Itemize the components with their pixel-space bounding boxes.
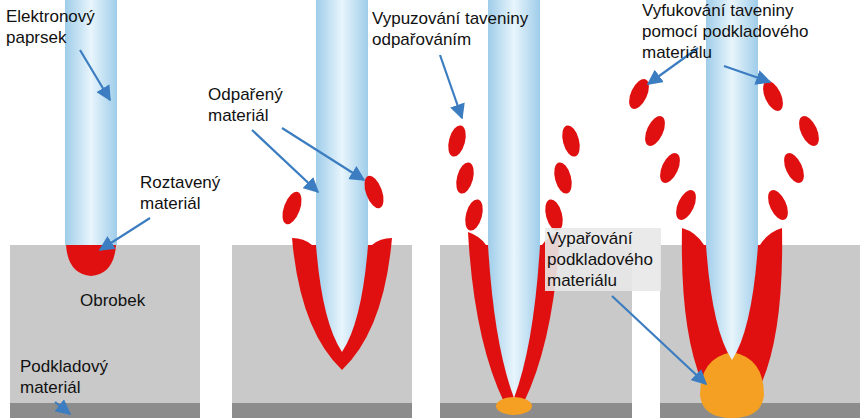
label: Obrobek [80,290,170,311]
electron-beam [488,0,540,398]
electron-beam [706,0,758,360]
label: Elektronový paprsek [6,6,116,48]
leader-line [252,130,318,192]
evaporating-substrate [700,352,764,418]
label: Roztavený materiál [140,172,232,214]
label: Vyfukování taveniny pomocí podkladového … [642,0,820,63]
evaporating-substrate [496,397,532,415]
droplet [361,173,388,210]
leader-line [55,402,70,414]
droplet [279,189,306,226]
label: Vypařování podkladového materiálu [545,228,661,291]
leader-line [282,128,364,180]
leader-line [80,50,110,100]
leader-line [612,296,706,384]
leader-line [100,218,150,250]
label: Odpařený materiál [208,84,300,126]
label: Podkladový materiál [20,356,124,398]
leader-line [724,66,770,82]
molten-pool [66,245,116,276]
electron-beam [65,0,117,245]
droplets [625,76,823,223]
droplets [445,123,583,232]
electron-beam [316,0,368,352]
label: Vypuzování taveniny odpařováním [372,8,547,50]
leader-line [440,55,462,118]
